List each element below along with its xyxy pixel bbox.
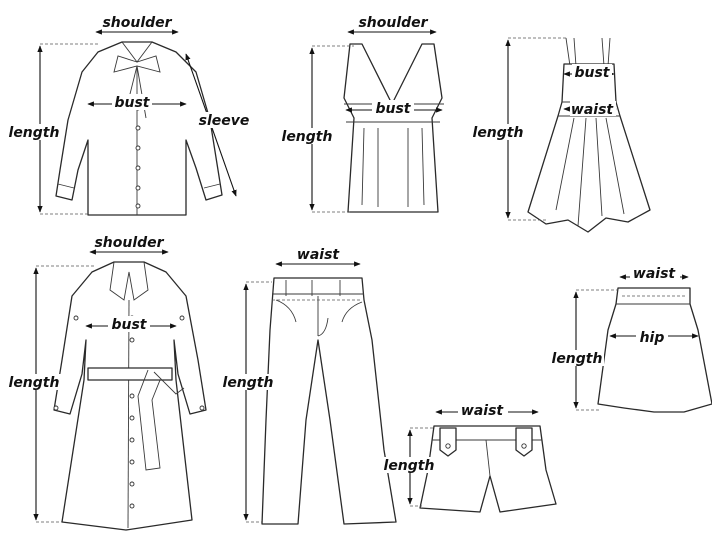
vest-bust-label: bust — [375, 101, 411, 117]
skirt-figure: waist hip length — [550, 266, 712, 413]
trousers-waist-label: waist — [297, 247, 341, 263]
strap-dress-figure: bust waist length — [473, 37, 651, 233]
trousers-pockets — [275, 299, 363, 323]
shorts-tabs — [439, 427, 533, 457]
trench-coat-collar — [109, 261, 149, 301]
blouse-sleeve-label: sleeve — [199, 113, 250, 129]
trench-coat-belt — [87, 367, 173, 381]
dress-waist-label: waist — [571, 102, 615, 118]
vest-top-pleats — [361, 127, 425, 207]
shorts-waist-label: waist — [461, 403, 505, 419]
blouse-figure: shoulder bust sleeve length — [8, 15, 250, 216]
shorts-figure: waist length — [382, 402, 557, 513]
shorts-length-label: length — [384, 458, 435, 474]
trench-coat-figure: shoulder bust length — [6, 235, 207, 531]
trench-coat-placket — [127, 299, 130, 529]
trousers-belt-loops — [285, 280, 341, 296]
dress-length-label: length — [473, 125, 524, 141]
dress-bust-label: bust — [574, 65, 610, 81]
vest-length-label: length — [282, 129, 333, 145]
skirt-body — [597, 287, 712, 413]
coat-shoulder-label: shoulder — [94, 235, 164, 251]
trench-coat-belt-tie — [137, 369, 185, 471]
blouse-length-label: length — [9, 125, 60, 141]
vest-top-body — [343, 43, 443, 213]
coat-length-label: length — [9, 375, 60, 391]
skirt-waist-label: waist — [633, 266, 677, 282]
trousers-length-label: length — [223, 375, 274, 391]
blouse-bust-label: bust — [114, 95, 150, 111]
shorts-center-seam — [485, 439, 491, 477]
vest-shoulder-label: shoulder — [358, 15, 428, 31]
trousers-body — [261, 277, 397, 525]
vest-top-figure: shoulder bust length — [282, 15, 444, 213]
strap-dress-folds — [555, 117, 625, 227]
skirt-hip-label: hip — [640, 330, 665, 346]
skirt-length-label: length — [552, 351, 603, 367]
blouse-shoulder-label: shoulder — [102, 15, 172, 31]
trousers-figure: waist length — [222, 246, 397, 525]
strap-dress-straps — [565, 37, 611, 67]
strap-dress-body — [527, 63, 651, 233]
trousers-fly — [317, 296, 329, 337]
coat-bust-label: bust — [111, 317, 147, 333]
